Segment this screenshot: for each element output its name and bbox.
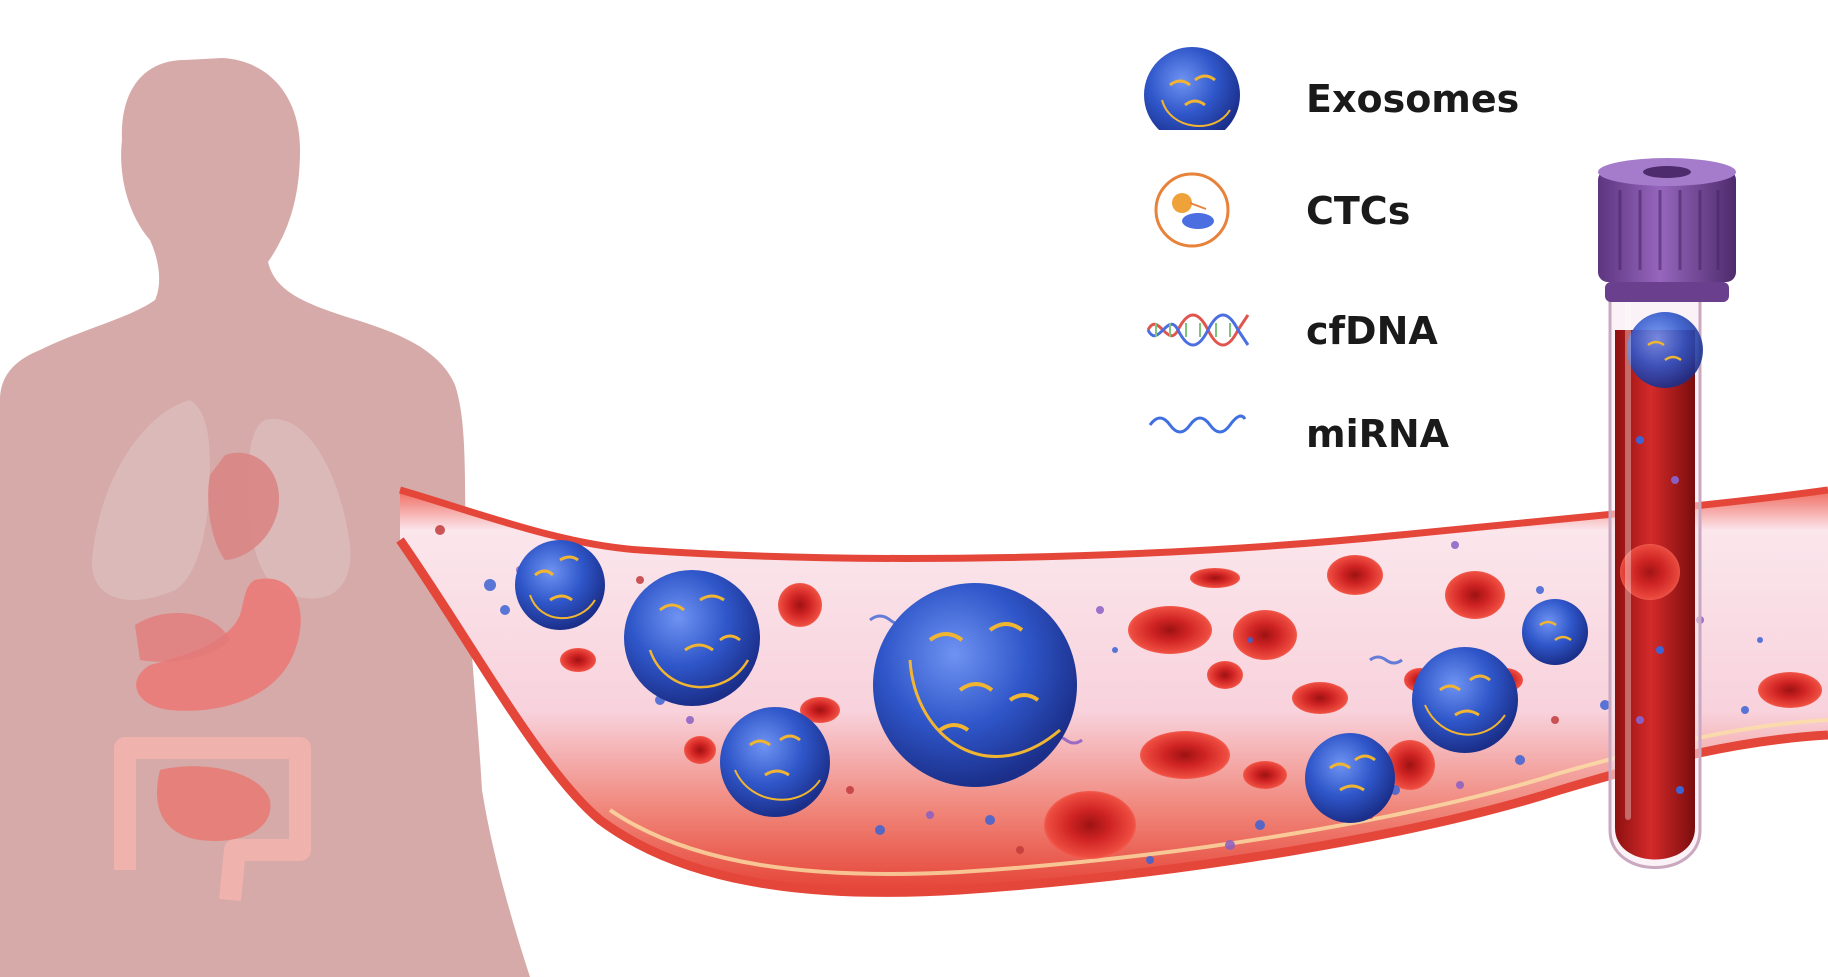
- exosome: [873, 583, 1077, 787]
- legend-label-mirna: miRNA: [1306, 412, 1450, 456]
- blood-collection-tube: [1598, 158, 1736, 869]
- red-blood-cell: [1445, 571, 1505, 619]
- liver: [135, 613, 230, 662]
- red-blood-cell: [1758, 672, 1822, 708]
- red-blood-cell: [1128, 606, 1212, 654]
- exosome-icon: [1144, 47, 1240, 130]
- red-blood-cell: [684, 736, 716, 764]
- red-blood-cell: [800, 697, 840, 723]
- red-blood-cell: [560, 648, 596, 672]
- red-blood-cell: [1292, 682, 1348, 714]
- exosome: [720, 707, 830, 817]
- legend-label-exosomes: Exosomes: [1306, 77, 1520, 121]
- legend-item-exosomes: Exosomes: [1140, 40, 1560, 130]
- large-intestine: [114, 737, 311, 902]
- exosome: [1305, 733, 1395, 823]
- exosome: [1627, 312, 1703, 388]
- exosomes-in-vessel: [515, 540, 1588, 823]
- legend-label-cfdna: cfDNA: [1306, 309, 1438, 353]
- red-blood-cell: [1620, 544, 1680, 600]
- legend-item-cfdna: cfDNA: [1140, 285, 1560, 375]
- red-blood-cell: [1140, 731, 1230, 779]
- exosome: [1412, 647, 1518, 753]
- legend-item-mirna: miRNA: [1140, 365, 1560, 456]
- mirna-icon: [1148, 414, 1247, 434]
- internal-organs: [91, 390, 351, 902]
- red-blood-cell: [1385, 740, 1435, 790]
- red-blood-cell: [1327, 555, 1383, 595]
- exosome: [624, 570, 760, 706]
- small-intestine: [156, 766, 271, 841]
- legend-label-ctcs: CTCs: [1306, 189, 1411, 233]
- red-blood-cell: [778, 583, 822, 627]
- left-lung: [91, 400, 210, 600]
- exosome: [1522, 599, 1588, 665]
- legend: Exosomes CTCs cfDNA: [1140, 40, 1560, 456]
- red-blood-cell: [1243, 761, 1287, 789]
- heart: [208, 452, 280, 560]
- ctc-icon: [1154, 172, 1230, 248]
- legend-item-ctcs: CTCs: [1140, 165, 1560, 255]
- right-lung: [247, 418, 351, 599]
- red-blood-cell: [1207, 661, 1243, 689]
- tube-cap: [1598, 158, 1736, 302]
- exosome: [515, 540, 605, 630]
- cfdna-icon: [1146, 313, 1250, 347]
- red-blood-cell: [1233, 610, 1297, 660]
- red-blood-cell: [1044, 791, 1136, 859]
- red-blood-cell: [1190, 568, 1240, 588]
